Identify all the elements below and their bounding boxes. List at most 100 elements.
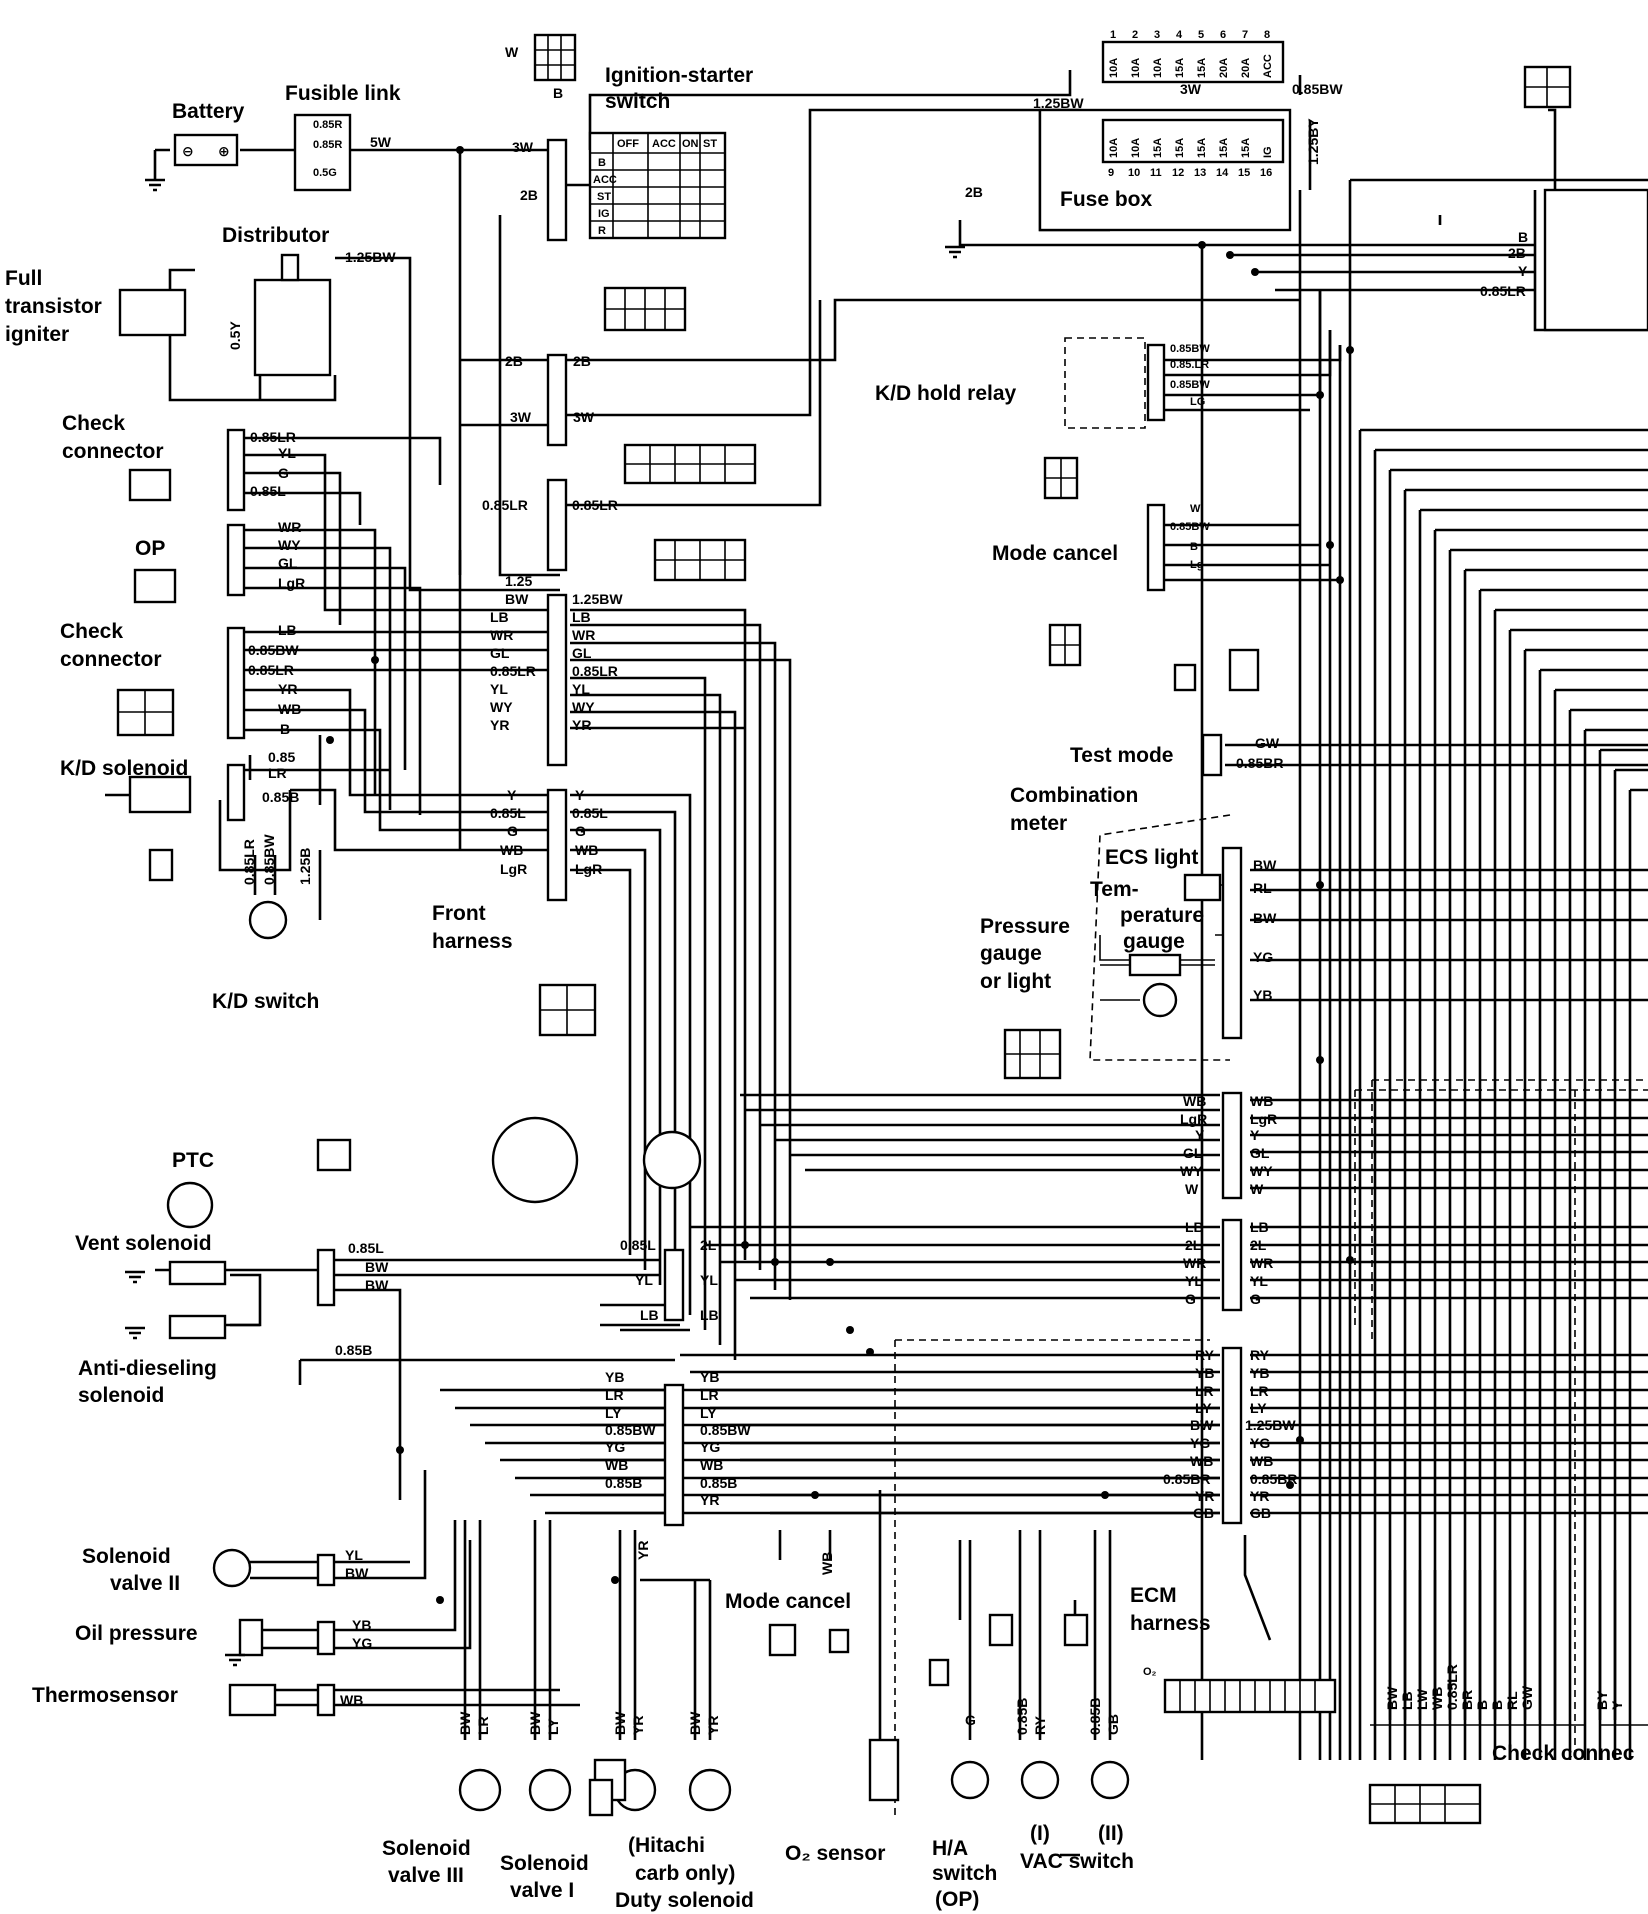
wl-mid-yr-r: YR (700, 1492, 719, 1508)
wl-ckb-lb: LB (278, 622, 297, 638)
wl-vac2-gb: GB (1105, 1714, 1121, 1735)
wl-3w-a: 3W (510, 409, 532, 425)
combination-meter-bar (1221, 846, 1243, 1040)
ig-row-r: R (598, 225, 606, 237)
igniter-label-2: transistor (5, 295, 102, 318)
component-labels: Battery Fusible link Ignition-starter sw… (5, 64, 1635, 1912)
vent-solenoid-label: Vent solenoid (75, 1232, 212, 1255)
wl-fusible-05g: 0.5G (313, 167, 337, 179)
solenoid-valve-iii-label-2: valve III (388, 1864, 464, 1887)
wl-mid-085bw-r: 0.85BW (700, 1422, 751, 1438)
wl-2b-right: 2B (1508, 245, 1526, 261)
ignition-label-2: switch (605, 90, 670, 113)
ig-col-on: ON (682, 138, 699, 150)
fusible-link-symbol (293, 113, 352, 192)
temperature-label-1: Tem- (1090, 878, 1139, 901)
kd-solenoid-bar (226, 763, 246, 822)
fuse-11: 11 (1150, 167, 1162, 179)
ig-col-acc: ACC (652, 138, 676, 150)
fuse-rating-11: 15A (1152, 138, 1164, 158)
vac-switch-i-label: (I) (1030, 1822, 1050, 1845)
wl-cc-by: BY (1594, 1690, 1610, 1710)
wl-ecm-lb-l: LB (1185, 1219, 1204, 1235)
wl-fh-085lr-l: 0.85LR (490, 663, 536, 679)
wl-ecm-wb2-l: WB (1190, 1453, 1213, 1469)
wl-085bw-fuse: 0.85BW (1292, 81, 1343, 97)
wl-tm-gw: GW (1255, 735, 1280, 751)
wl-mc-085bw: 0.85BW (1170, 521, 1210, 533)
wl-ecm-085br-r: 0.85BR (1250, 1471, 1297, 1487)
wl-mid-yg-r: YG (700, 1439, 720, 1455)
wl-ecm-y-l: Y (1195, 1127, 1205, 1143)
wl-mc-lg: Lg (1190, 559, 1203, 571)
wl-op-lgr: LgR (278, 575, 305, 591)
fuse-8: 8 (1264, 29, 1270, 41)
wl-ecm-lb-r: LB (1250, 1219, 1269, 1235)
fuse-1: 1 (1110, 29, 1116, 41)
wl-mid-yl: YL (635, 1272, 653, 1288)
vac-switch-label: VAC switch (1020, 1850, 1134, 1873)
wl-op-yg: YG (352, 1635, 372, 1651)
wl-ecm-yb-l: YB (1195, 1365, 1214, 1381)
wl-ecm-125bw-r: 1.25BW (1245, 1417, 1296, 1433)
wl-ecm-085br-l: 0.85BR (1163, 1471, 1210, 1487)
wl-mid-lb: LB (640, 1307, 659, 1323)
duty-solenoid-label-1: (Hitachi (628, 1834, 705, 1857)
kd-solenoid-label: K/D solenoid (60, 757, 188, 780)
wl-ecm-ly-l: LY (1195, 1400, 1212, 1416)
wl-ecm-lgr-r: LgR (1250, 1111, 1277, 1127)
wl-mid-ly-l: LY (605, 1405, 622, 1421)
wl-mid-yl-r: YL (700, 1272, 718, 1288)
wl-ecm-gl-l: GL (1183, 1145, 1203, 1161)
wl-125bw-fuse: 1.25BW (1033, 95, 1084, 111)
wl-mid-lr-l: LR (605, 1387, 624, 1403)
wl-fh-yl-r: YL (572, 681, 590, 697)
fusible-link-label: Fusible link (285, 82, 401, 105)
wl-mid-wb-r: WB (700, 1457, 723, 1473)
ignition-label-1: Ignition-starter (605, 64, 753, 87)
wl-op-wr: WR (278, 519, 301, 535)
wl-ck-085lr: 0.85LR (250, 429, 296, 445)
wl-fh-yr-l: YR (490, 717, 509, 733)
check-connector-b-label-1: Check (60, 620, 123, 643)
wl-125bw: 1.25BW (345, 249, 396, 265)
wl-fh-085lr-r: 0.85LR (572, 663, 618, 679)
wl-tm-085br: 0.85BR (1236, 755, 1283, 771)
solenoid-valve-i-label-2: valve I (510, 1879, 574, 1902)
wl-cc-br: BR (1459, 1690, 1475, 1710)
check-connector-a-label-2: connector (62, 440, 164, 463)
wl-ds2-bw: BW (687, 1711, 703, 1735)
wl-085b-ad: 0.85B (335, 1342, 372, 1358)
wl-125: 1.25 (505, 573, 532, 589)
wl-o2: O₂ (1143, 1666, 1157, 1678)
wl-3w-fuse: 3W (1180, 81, 1202, 97)
wl-ha-g: G (965, 1712, 976, 1728)
oil-pressure-bar (316, 1620, 336, 1656)
svg-text:⊖: ⊖ (182, 143, 194, 159)
fuse-4: 4 (1176, 29, 1183, 41)
wl-ds2-yr: YR (705, 1716, 721, 1735)
wl-085lr-a: 0.85LR (482, 497, 528, 513)
harness-bar-2 (546, 353, 568, 447)
wl-fh2-g-l: G (507, 823, 518, 839)
wl-fh-wr-l: WR (490, 627, 513, 643)
wl-cm-rl: RL (1253, 880, 1272, 896)
kd-solenoid-symbol (105, 775, 192, 814)
check-connector-a-label-1: Check (62, 412, 125, 435)
fuse-box-numbers: 1 2 3 4 5 6 7 8 9 10 11 12 13 14 15 16 1… (1101, 29, 1285, 179)
wl-ck-yl: YL (278, 445, 296, 461)
mid-harness-bar-a (663, 1248, 685, 1322)
wl-ptc-bw: BW (365, 1259, 389, 1275)
wl-sv3-lr: LR (475, 1716, 491, 1735)
wl-mc-w: W (1190, 503, 1201, 515)
wl-relay-085lr: 0.85.LR (1170, 359, 1209, 371)
wl-kd-085lr-v: 0.85LR (241, 839, 257, 885)
wl-ecm-g-r: G (1250, 1291, 1261, 1307)
wl-cc-r: B (1489, 1700, 1505, 1710)
duty-solenoid-label-3: Duty solenoid (615, 1889, 754, 1912)
op-label: OP (135, 537, 165, 560)
ig-row-ig: IG (598, 208, 610, 220)
wl-ptc-bw2: BW (365, 1277, 389, 1293)
wl-relay-085bw: 0.85BW (1170, 343, 1210, 355)
wl-mid-lr-r: LR (700, 1387, 719, 1403)
